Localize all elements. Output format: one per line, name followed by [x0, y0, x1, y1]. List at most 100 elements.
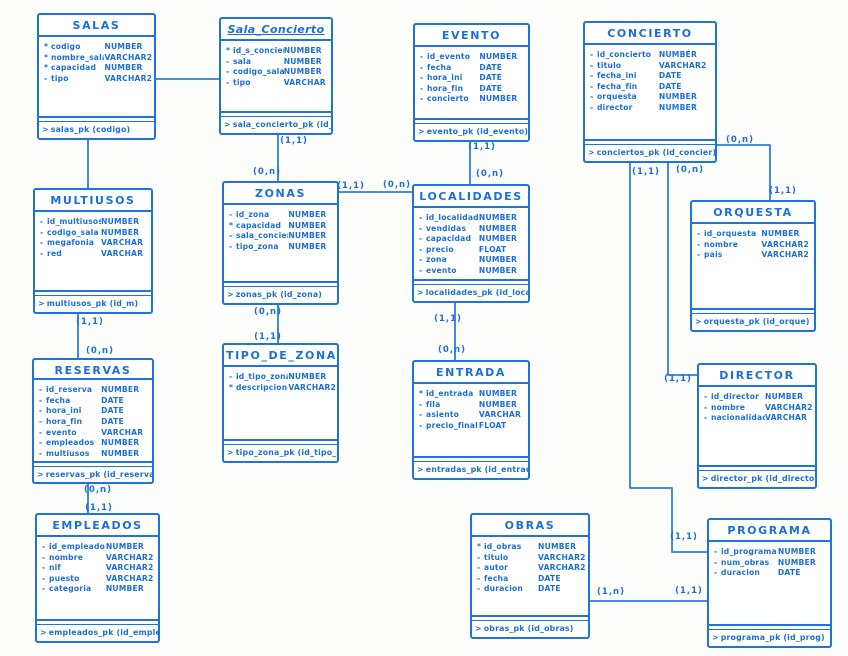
- field-name: id_zona: [236, 210, 270, 219]
- field-type: DATE: [658, 81, 682, 91]
- field-name: codigo: [51, 42, 81, 51]
- field-type: NUMBER: [777, 557, 816, 567]
- field-name: megafonia: [47, 238, 95, 248]
- field-bullet: -: [477, 573, 481, 583]
- field-name: sala: [233, 56, 252, 66]
- field-type: NUMBER: [478, 213, 518, 222]
- field-type: NUMBER: [104, 42, 143, 51]
- field-name: tipo: [233, 77, 251, 87]
- pk-marker-icon: >: [40, 628, 47, 637]
- entity-title-obras: OBRAS: [472, 515, 588, 537]
- field-name: hora_ini: [427, 73, 463, 83]
- field-type: VARCHAR2: [105, 563, 154, 573]
- field-type: NUMBER: [777, 547, 816, 556]
- field-name: id_director: [711, 392, 760, 401]
- field-bullet: -: [714, 568, 718, 578]
- field-name: hora_ini: [46, 406, 82, 416]
- entity-title-sala-concierto: Sala_Concierto: [221, 19, 331, 41]
- field-name: id_localidades: [426, 213, 479, 222]
- field-bullet: -: [420, 94, 424, 104]
- cardinality-label: (0,n): [476, 169, 504, 179]
- field-bullet: -: [229, 372, 233, 381]
- entity-pk-entrada: >entradas_pk (id_entrada): [414, 456, 528, 478]
- field-name: fecha: [427, 62, 452, 72]
- cardinality-label: (1,1): [468, 142, 496, 152]
- field-name: autor: [484, 563, 509, 573]
- field-bullet: -: [477, 563, 481, 573]
- field-type: NUMBER: [658, 102, 697, 112]
- entity-pk-director: >director_pk (id_director): [699, 465, 815, 487]
- field-bullet: *: [44, 52, 49, 62]
- field-name: multiusos: [46, 448, 90, 458]
- cardinality-label: (0,n): [383, 180, 411, 190]
- field-bullet: -: [44, 73, 48, 83]
- field-type: NUMBER: [288, 372, 327, 381]
- field-type: NUMBER: [101, 438, 140, 448]
- field-bullet: -: [42, 563, 46, 573]
- field-bullet: -: [419, 410, 423, 420]
- field-bullet: -: [419, 234, 423, 244]
- field-bullet: -: [419, 255, 423, 265]
- field-name: id_multiusos: [47, 217, 102, 226]
- field-name: precio: [426, 244, 454, 254]
- field-bullet: -: [590, 81, 594, 91]
- field-bullet: -: [714, 547, 718, 556]
- pk-marker-icon: >: [588, 148, 595, 157]
- pk-marker-icon: >: [227, 290, 234, 299]
- field-type: VARCHAR: [283, 77, 326, 87]
- field-name: concierto: [427, 94, 469, 104]
- field-bullet: -: [420, 83, 424, 93]
- field-type: NUMBER: [105, 542, 144, 551]
- field-bullet: -: [704, 402, 708, 412]
- field-bullet: -: [714, 557, 718, 567]
- entity-fields-sala-concierto: *id_s_conciertoNUMBER-salaNUMBER-codigo_…: [221, 41, 331, 111]
- field-name: fecha: [484, 573, 509, 583]
- field-type: NUMBER: [288, 231, 327, 241]
- field-type: VARCHAR2: [538, 563, 586, 573]
- field-type: NUMBER: [101, 227, 140, 237]
- field-name: capacidad: [426, 234, 472, 244]
- cardinality-label: (1,1): [664, 374, 692, 384]
- connector-concierto-director: [667, 162, 698, 376]
- field-name: fecha: [46, 395, 71, 405]
- field-type: NUMBER: [288, 241, 327, 251]
- field-name: id_entrada: [426, 389, 474, 398]
- cardinality-label: (1,1): [76, 317, 104, 327]
- field-type: VARCHAR: [101, 248, 144, 258]
- field-name: duracion: [721, 568, 761, 578]
- entity-pk-salas: >salas_pk (codigo): [39, 116, 154, 138]
- entity-pk-localidades: >localidades_pk (id_local): [414, 279, 528, 301]
- field-name: empleados: [46, 438, 95, 448]
- pk-text: conciertos_pk (id_concier): [596, 148, 715, 157]
- field-type: VARCHAR: [101, 427, 144, 437]
- entity-pk-orquesta: >orquesta_pk (id_orque): [692, 308, 814, 330]
- field-type: VARCHAR2: [765, 402, 813, 412]
- entity-title-entrada: ENTRADA: [414, 362, 528, 384]
- field-bullet: *: [226, 46, 231, 55]
- field-bullet: -: [477, 584, 481, 594]
- entity-pk-concierto: >conciertos_pk (id_concier): [585, 139, 715, 161]
- entity-pk-multiusos: >multiusos_pk (id_m): [35, 290, 151, 312]
- pk-text: director_pk (id_director): [710, 474, 815, 483]
